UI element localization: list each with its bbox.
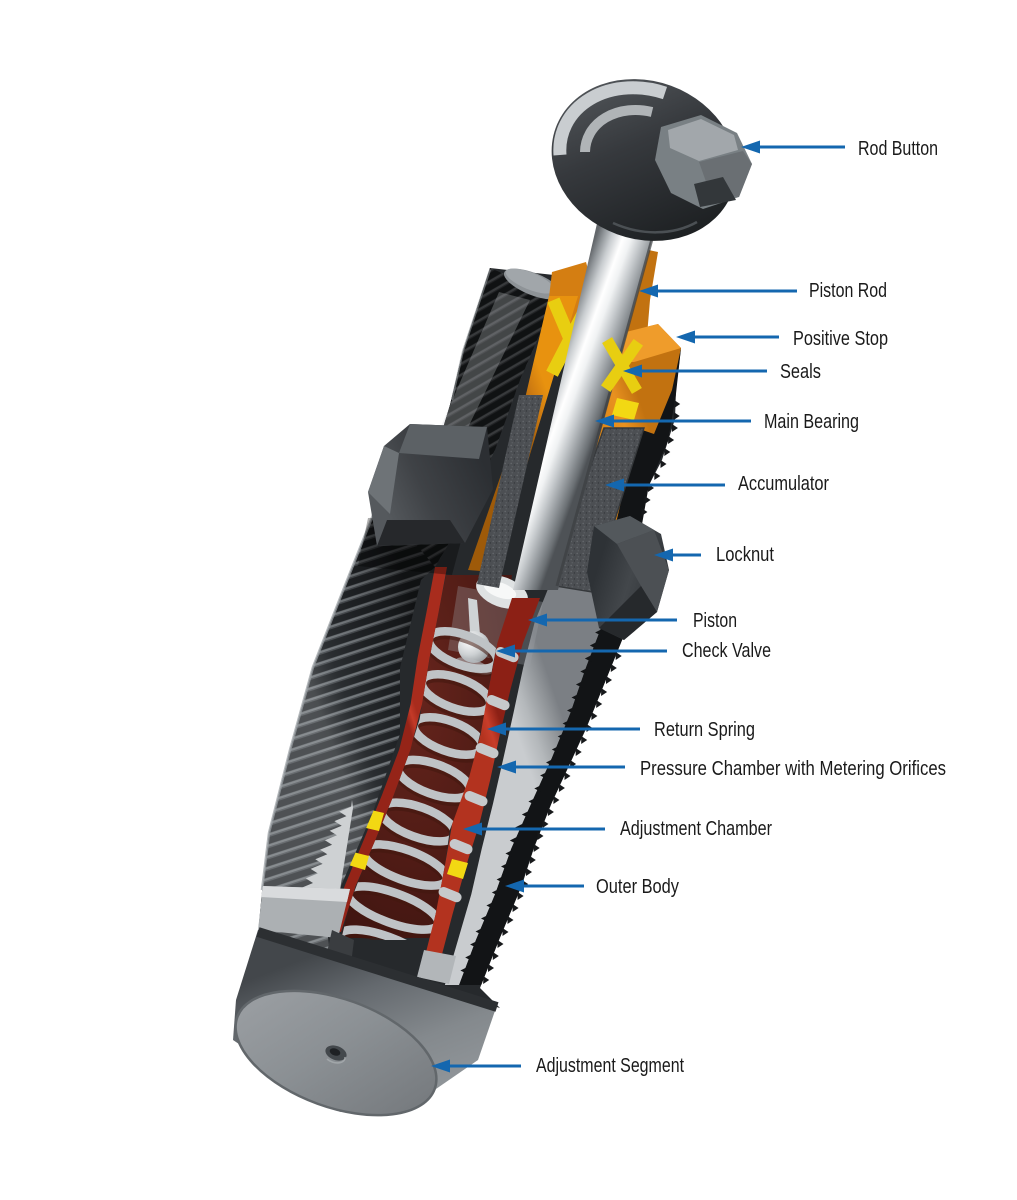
svg-text:Adjustment Segment: Adjustment Segment (536, 1054, 684, 1077)
svg-text:Main Bearing: Main Bearing (764, 410, 859, 433)
svg-text:Piston Rod: Piston Rod (809, 279, 887, 302)
svg-text:Rod Button: Rod Button (858, 137, 938, 160)
svg-text:Positive Stop: Positive Stop (793, 327, 888, 350)
svg-text:Locknut: Locknut (716, 543, 774, 566)
svg-text:Return Spring: Return Spring (654, 718, 755, 741)
svg-text:Check Valve: Check Valve (682, 639, 771, 662)
svg-text:Adjustment Chamber: Adjustment Chamber (620, 817, 772, 840)
svg-text:Accumulator: Accumulator (738, 472, 829, 495)
svg-text:Piston: Piston (693, 609, 737, 632)
svg-text:Pressure Chamber with Metering: Pressure Chamber with Metering Orifices (640, 757, 946, 780)
svg-text:Outer Body: Outer Body (596, 875, 680, 898)
svg-text:Seals: Seals (780, 360, 821, 383)
